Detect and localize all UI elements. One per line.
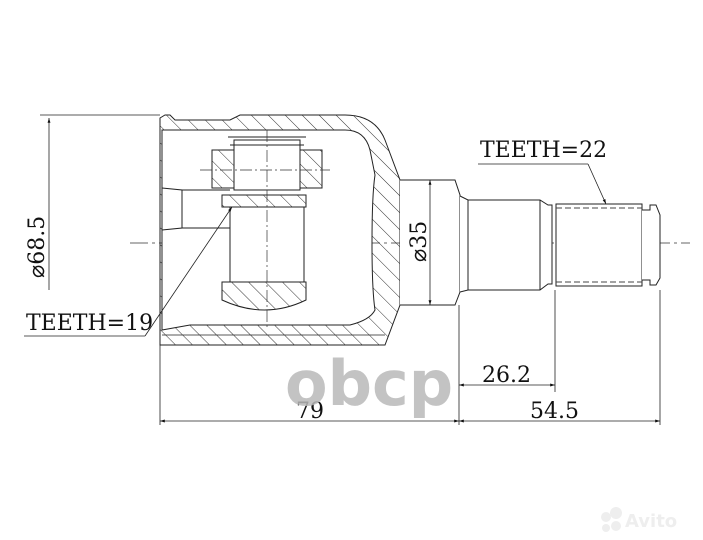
teeth-inner-label: TEETH=19 [26, 311, 153, 336]
watermark-obcp: obcp [285, 347, 453, 420]
stub-shaft [400, 179, 661, 306]
dia-neck-label: ⌀35 [407, 221, 432, 262]
teeth-outer-label: TEETH=22 [480, 138, 607, 163]
dia-housing-label: ⌀68.5 [25, 216, 50, 278]
tripod-roller [200, 130, 330, 330]
dim-total-housing-label: 79 [296, 399, 324, 424]
teeth-inner-leader [24, 206, 233, 337]
inner-boss [161, 187, 230, 231]
teeth-outer-leader [478, 163, 607, 205]
dim-dia-housing [40, 114, 160, 290]
dim-spline-label: 26.2 [482, 363, 531, 388]
dim-shaft-label: 54.5 [530, 399, 579, 424]
avito-logo: Avito [601, 507, 677, 532]
watermark-avito: Avito [625, 511, 677, 532]
